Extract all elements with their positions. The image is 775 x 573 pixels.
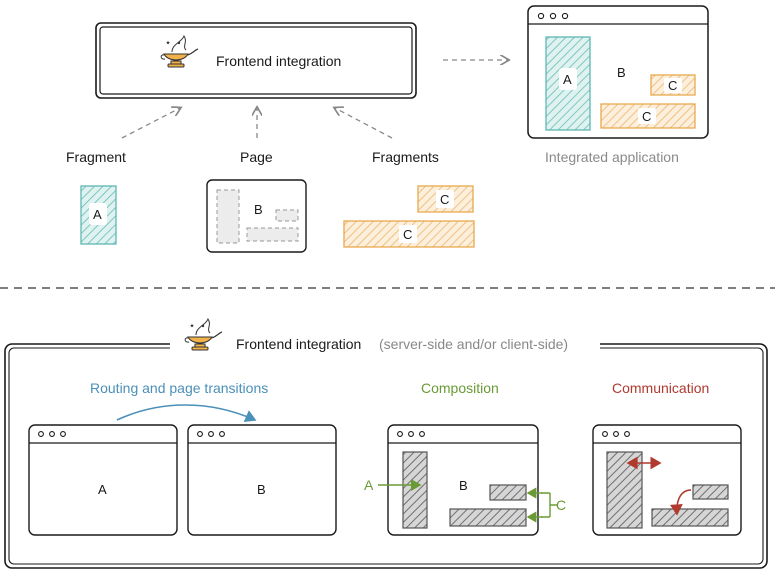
fragments-block-c-small: C	[417, 185, 474, 213]
svg-text:C: C	[440, 192, 449, 207]
svg-text:A: A	[98, 482, 107, 497]
routing-title: Routing and page transitions	[90, 380, 268, 396]
composition-window: B	[387, 424, 539, 536]
page-title: Page	[240, 149, 273, 165]
routing-arrow	[116, 404, 257, 422]
svg-text:A: A	[563, 72, 572, 87]
app-block-b: B	[617, 65, 626, 80]
app-block-c-wide: C	[600, 103, 696, 129]
communication-title: Communication	[612, 380, 709, 396]
app-block-a: A	[545, 36, 591, 131]
svg-text:C: C	[403, 227, 412, 242]
page-block: B	[206, 179, 307, 253]
integrated-app-caption: Integrated application	[545, 149, 679, 165]
routing-window-a: A	[28, 424, 178, 536]
svg-text:B: B	[257, 482, 266, 497]
communication-arrow-curved	[670, 489, 692, 516]
fragments-title: Fragments	[372, 149, 439, 165]
composition-label-a: A	[364, 477, 374, 493]
fragment-block-a: A	[80, 185, 117, 245]
svg-text:B: B	[459, 478, 468, 493]
communication-window	[592, 424, 742, 536]
svg-text:A: A	[93, 207, 102, 222]
svg-text:C: C	[668, 78, 677, 93]
fragment-arrow	[121, 108, 180, 139]
integration-box	[95, 22, 417, 99]
fragments-arrow	[335, 108, 393, 139]
bottom-header-subtitle: (server-side and/or client-side)	[379, 336, 568, 352]
svg-text:B: B	[254, 202, 263, 217]
composition-bracket-c	[541, 492, 558, 518]
integration-box-label: Frontend integration	[216, 53, 341, 69]
composition-label-c: C	[556, 497, 566, 513]
bottom-header-title: Frontend integration	[236, 336, 361, 352]
fragment-title: Fragment	[66, 149, 126, 165]
fragments-block-c-wide: C	[343, 220, 475, 248]
routing-window-b: B	[187, 424, 337, 536]
svg-text:C: C	[642, 109, 651, 124]
composition-title: Composition	[421, 380, 499, 396]
app-block-c-small: C	[650, 74, 696, 96]
